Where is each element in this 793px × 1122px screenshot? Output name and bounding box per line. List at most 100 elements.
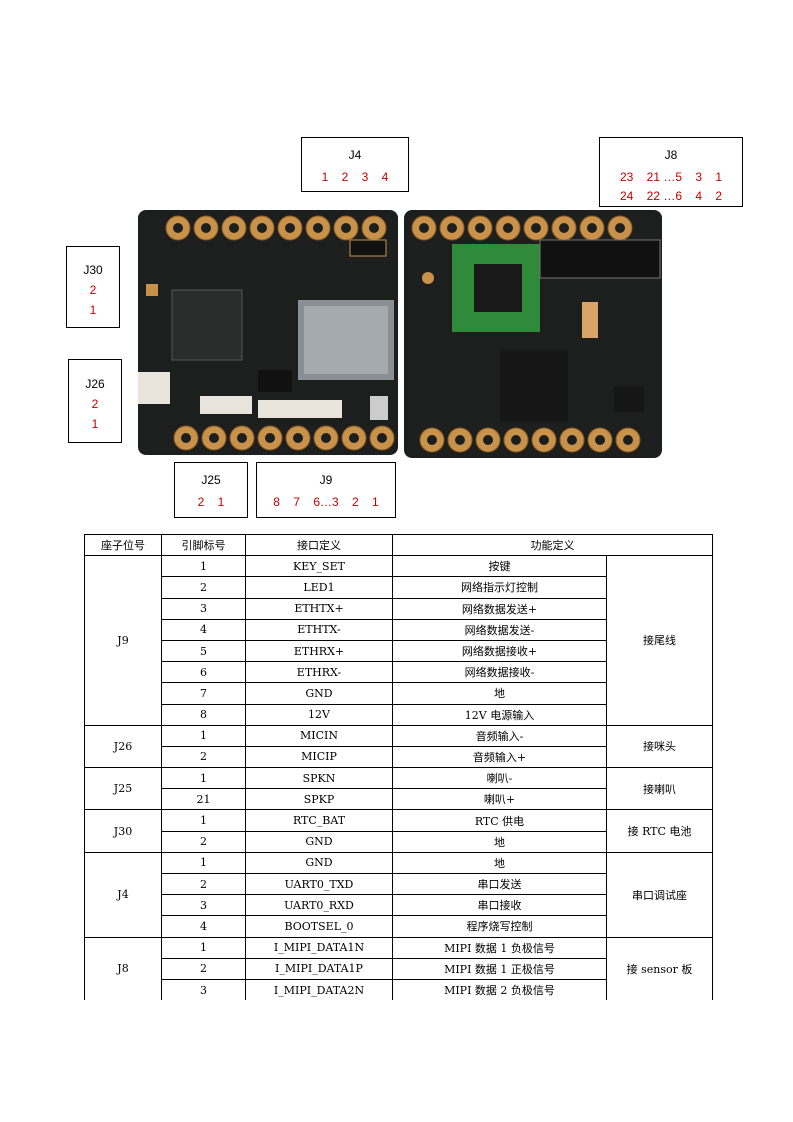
pin-number: 1 [91,417,99,431]
pin-number-row: 1 2 3 4 [321,170,389,184]
pin-cell: 2 [161,872,246,896]
callout-j8: J8 23 21 …5 3 1 24 22 …6 4 2 [599,137,743,207]
desc-cell: 12V 电源输入 [392,703,607,726]
function-cell: 接 sensor 板 [606,936,713,1001]
desc-cell: 网络数据接收- [392,661,607,684]
signal-cell: UART0_RXD [245,894,393,917]
signal-cell: I_MIPI_DATA2N [245,978,393,1001]
callout-title: J25 [201,473,221,487]
connector-cell: J30 [84,809,162,853]
desc-cell: 程序烧写控制 [392,915,607,938]
header-connector: 座子位号 [84,533,162,557]
connector-cell: J9 [84,555,162,726]
desc-cell: 音频输入+ [392,745,607,769]
callout-j9: J9 8 7 6…3 2 1 [256,462,396,518]
callout-title: J9 [319,473,333,487]
callout-title: J4 [348,148,362,162]
pin-number: 2 [91,397,99,411]
pin-cell: 1 [161,936,246,959]
desc-cell: MIPI 数据 2 负极信号 [392,978,607,1001]
desc-cell: 网络数据发送- [392,618,607,641]
signal-cell: ETHTX+ [245,597,393,620]
board-photo-top-side [138,210,398,455]
pin-number-row: 24 22 …6 4 2 [619,189,723,203]
desc-cell: 网络指示灯控制 [392,576,607,599]
pin-cell: 4 [161,618,246,641]
signal-cell: MICIP [245,745,393,769]
signal-cell: RTC_BAT [245,809,393,832]
signal-cell: 12V [245,703,393,726]
pin-number: 1 [89,303,97,317]
signal-cell: SPKP [245,788,393,811]
function-cell: 接 RTC 电池 [606,809,713,853]
signal-cell: GND [245,851,393,875]
pin-number-row: 2 1 [197,495,225,509]
function-cell: 接尾线 [606,555,713,726]
callout-j26: J26 2 1 [68,359,122,443]
desc-cell: 网络数据发送+ [392,597,607,620]
pin-cell: 3 [161,978,246,1001]
signal-cell: BOOTSEL_0 [245,915,393,938]
signal-cell: SPKN [245,767,393,790]
desc-cell: RTC 供电 [392,809,607,832]
callout-j25: J25 2 1 [174,462,248,518]
signal-cell: GND [245,682,393,705]
pin-cell: 1 [161,809,246,832]
board-photo-bottom-side [404,210,662,458]
desc-cell: MIPI 数据 1 正极信号 [392,957,607,980]
function-cell: 接喇叭 [606,767,713,811]
desc-cell: 喇叭- [392,767,607,790]
pin-cell: 2 [161,957,246,980]
pin-number-row: 8 7 6…3 2 1 [273,495,379,509]
pin-cell: 3 [161,894,246,917]
desc-cell: 地 [392,851,607,875]
desc-cell: 地 [392,682,607,705]
callout-title: J8 [664,148,678,162]
pin-number: 2 [89,283,97,297]
connector-cell: J8 [84,936,162,1001]
pin-cell: 3 [161,597,246,620]
desc-cell: 喇叭+ [392,788,607,811]
pin-cell: 8 [161,703,246,726]
function-cell: 串口调试座 [606,851,713,938]
desc-cell: 音频输入- [392,724,607,747]
pin-cell: 1 [161,555,246,578]
signal-cell: KEY_SET [245,555,393,578]
pin-cell: 21 [161,788,246,811]
pin-cell: 2 [161,576,246,599]
pin-cell: 7 [161,682,246,705]
callout-j30: J30 2 1 [66,246,120,328]
connector-cell: J4 [84,851,162,938]
header-function: 功能定义 [392,533,713,557]
desc-cell: 地 [392,830,607,853]
callout-j4: J4 1 2 3 4 [301,137,409,192]
connector-cell: J25 [84,767,162,811]
signal-cell: LED1 [245,576,393,599]
signal-cell: ETHTX- [245,618,393,641]
signal-cell: ETHRX+ [245,639,393,663]
desc-cell: MIPI 数据 1 负极信号 [392,936,607,959]
desc-cell: 串口接收 [392,894,607,917]
signal-cell: MICIN [245,724,393,747]
pin-cell: 1 [161,724,246,747]
callout-title: J30 [83,263,103,277]
desc-cell: 串口发送 [392,872,607,896]
pin-number-row: 23 21 …5 3 1 [619,170,723,184]
header-pin: 引脚标号 [161,533,246,557]
pin-cell: 1 [161,851,246,875]
signal-cell: UART0_TXD [245,872,393,896]
